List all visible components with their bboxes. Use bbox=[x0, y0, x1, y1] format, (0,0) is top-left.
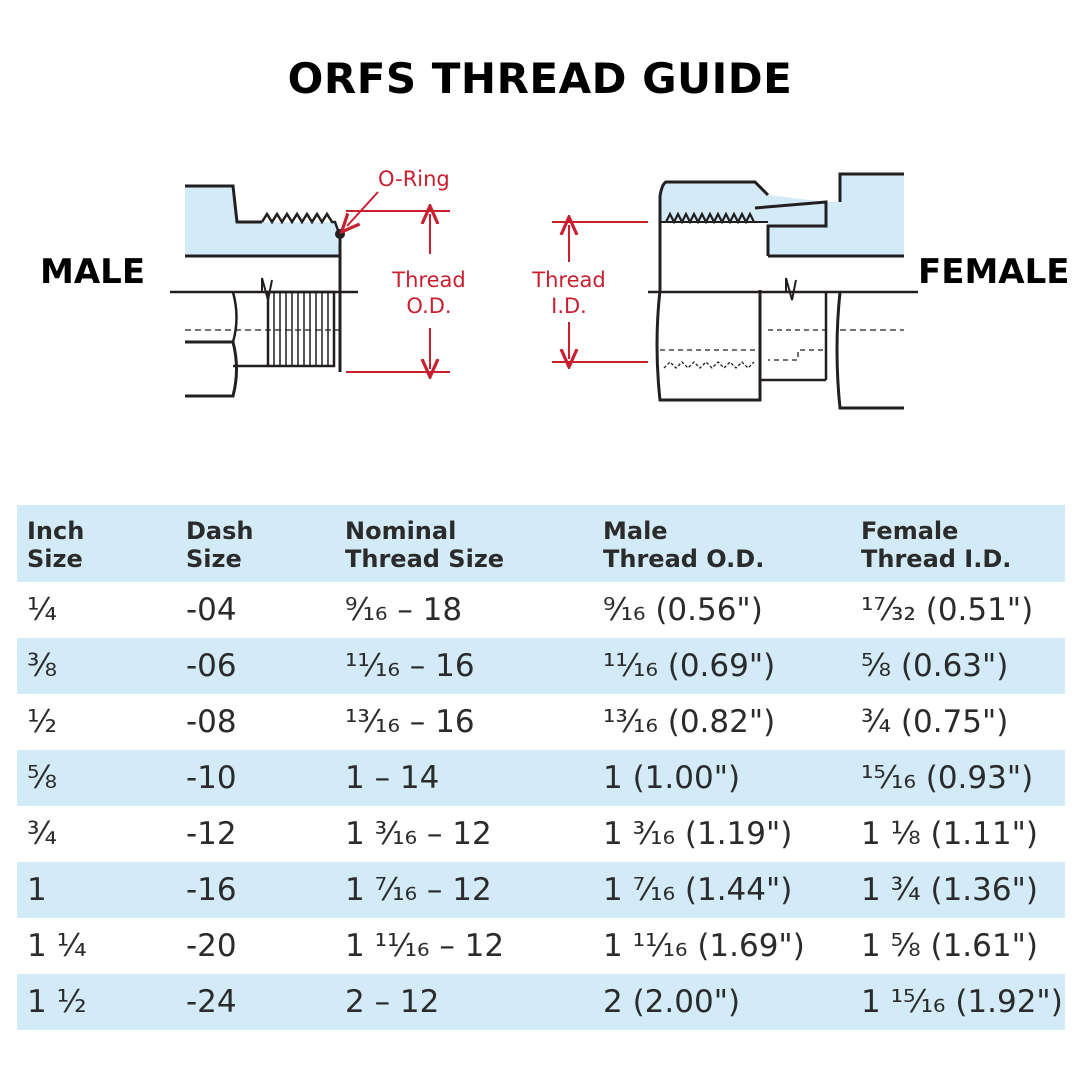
cell-nominal-thread: 1 – 14 bbox=[345, 760, 440, 796]
male-body bbox=[185, 186, 340, 256]
female-fitting-drawing bbox=[648, 172, 918, 410]
cell-inch-size: ½ bbox=[27, 704, 58, 740]
cell-dash-size: -06 bbox=[186, 648, 237, 684]
table-row: 1 ½ -24 2 – 12 2 (2.00") 1 ¹⁵⁄₁₆ (1.92") bbox=[17, 974, 1065, 1030]
cell-male-od: 1 ¹¹⁄₁₆ (1.69") bbox=[603, 928, 805, 964]
male-dim-line2: O.D. bbox=[406, 294, 451, 318]
cell-dash-size: -16 bbox=[186, 872, 237, 908]
cell-male-od: 2 (2.00") bbox=[603, 984, 741, 1020]
cell-female-id: 1 ¹⁵⁄₁₆ (1.92") bbox=[861, 984, 1063, 1020]
table-row: ½ -08 ¹³⁄₁₆ – 16 ¹³⁄₁₆ (0.82") ¾ (0.75") bbox=[17, 694, 1065, 750]
cell-female-id: 1 ¾ (1.36") bbox=[861, 872, 1038, 908]
cell-nominal-thread: 2 – 12 bbox=[345, 984, 440, 1020]
oring-label: O-Ring bbox=[378, 167, 450, 191]
oring-dot bbox=[335, 229, 345, 239]
page-title: ORFS THREAD GUIDE bbox=[287, 54, 793, 103]
cell-male-od: 1 ³⁄₁₆ (1.19") bbox=[603, 816, 793, 852]
cell-nominal-thread: ¹³⁄₁₆ – 16 bbox=[345, 704, 475, 740]
female-label: FEMALE bbox=[918, 252, 1070, 292]
cell-inch-size: 1 ½ bbox=[27, 984, 87, 1020]
cell-dash-size: -08 bbox=[186, 704, 237, 740]
cell-dash-size: -24 bbox=[186, 984, 237, 1020]
cell-dash-size: -04 bbox=[186, 592, 237, 628]
male-od-dimension: Thread O.D. bbox=[346, 211, 466, 372]
cell-dash-size: -10 bbox=[186, 760, 237, 796]
cell-dash-size: -12 bbox=[186, 816, 237, 852]
table-row: 1 ¼ -20 1 ¹¹⁄₁₆ – 12 1 ¹¹⁄₁₆ (1.69") 1 ⅝… bbox=[17, 918, 1065, 974]
cell-nominal-thread: 1 ³⁄₁₆ – 12 bbox=[345, 816, 492, 852]
cell-female-id: 1 ⅛ (1.11") bbox=[861, 816, 1038, 852]
cell-inch-size: ⅜ bbox=[27, 648, 58, 684]
female-stem-body bbox=[768, 174, 904, 256]
cell-female-id: 1 ⅝ (1.61") bbox=[861, 928, 1038, 964]
cell-male-od: ¹¹⁄₁₆ (0.69") bbox=[603, 648, 776, 684]
table-row: ¾ -12 1 ³⁄₁₆ – 12 1 ³⁄₁₆ (1.19") 1 ⅛ (1.… bbox=[17, 806, 1065, 862]
male-label: MALE bbox=[40, 252, 146, 292]
cell-inch-size: 1 ¼ bbox=[27, 928, 87, 964]
cell-female-id: ¹⁷⁄₃₂ (0.51") bbox=[861, 592, 1034, 628]
cell-nominal-thread: ¹¹⁄₁₆ – 16 bbox=[345, 648, 475, 684]
table-row: ⅝ -10 1 – 14 1 (1.00") ¹⁵⁄₁₆ (0.93") bbox=[17, 750, 1065, 806]
fitting-diagram: O-Ring Thread O.D. Thread I.D. bbox=[170, 167, 918, 410]
cell-male-od: ¹³⁄₁₆ (0.82") bbox=[603, 704, 776, 740]
cell-female-id: ¹⁵⁄₁₆ (0.93") bbox=[861, 760, 1034, 796]
male-thread-top bbox=[260, 211, 342, 237]
male-fitting-drawing bbox=[170, 184, 358, 398]
cell-inch-size: ¼ bbox=[27, 592, 58, 628]
cell-inch-size: ¾ bbox=[27, 816, 58, 852]
cell-nominal-thread: 1 ⁷⁄₁₆ – 12 bbox=[345, 872, 492, 908]
cell-female-id: ⅝ (0.63") bbox=[861, 648, 1009, 684]
female-id-dimension: Thread I.D. bbox=[531, 222, 648, 362]
table-row: ⅜ -06 ¹¹⁄₁₆ – 16 ¹¹⁄₁₆ (0.69") ⅝ (0.63") bbox=[17, 638, 1065, 694]
female-dim-line1: Thread bbox=[531, 268, 605, 292]
male-dim-line1: Thread bbox=[391, 268, 465, 292]
cell-inch-size: 1 bbox=[27, 872, 47, 908]
cell-inch-size: ⅝ bbox=[27, 760, 58, 796]
cell-female-id: ¾ (0.75") bbox=[861, 704, 1009, 740]
female-thread-top bbox=[665, 211, 755, 225]
cell-male-od: 1 (1.00") bbox=[603, 760, 741, 796]
female-dim-line2: I.D. bbox=[551, 294, 587, 318]
cell-nominal-thread: 1 ¹¹⁄₁₆ – 12 bbox=[345, 928, 505, 964]
table-row: ¼ -04 ⁹⁄₁₆ – 18 ⁹⁄₁₆ (0.56") ¹⁷⁄₃₂ (0.51… bbox=[17, 582, 1065, 638]
table-row: 1 -16 1 ⁷⁄₁₆ – 12 1 ⁷⁄₁₆ (1.44") 1 ¾ (1.… bbox=[17, 862, 1065, 918]
cell-male-od: 1 ⁷⁄₁₆ (1.44") bbox=[603, 872, 793, 908]
cell-dash-size: -20 bbox=[186, 928, 237, 964]
oring-callout: O-Ring bbox=[347, 167, 450, 226]
cell-male-od: ⁹⁄₁₆ (0.56") bbox=[603, 592, 763, 628]
cell-nominal-thread: ⁹⁄₁₆ – 18 bbox=[345, 592, 463, 628]
